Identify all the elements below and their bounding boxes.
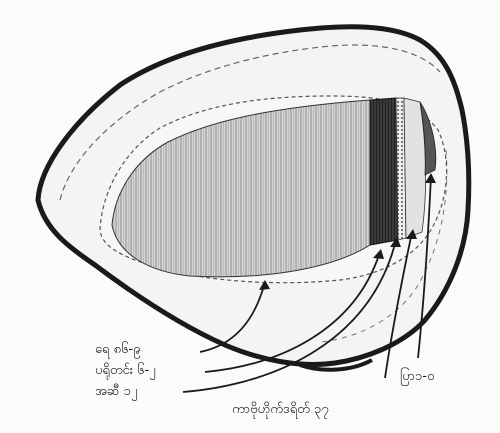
label-ash: ပြာ၁-၀ — [400, 370, 434, 383]
label-carbohydrate: ကာဗိုဟိုက်ဒရိတ် ၃၇ — [232, 403, 329, 416]
label-protein: ပရိုတင်း ၆-၂ — [95, 364, 156, 377]
label-fat: အဆီ ၁၂ — [95, 385, 137, 398]
label-water: ရေ ၈၆-၉ — [95, 343, 140, 356]
protein-band — [370, 98, 398, 245]
